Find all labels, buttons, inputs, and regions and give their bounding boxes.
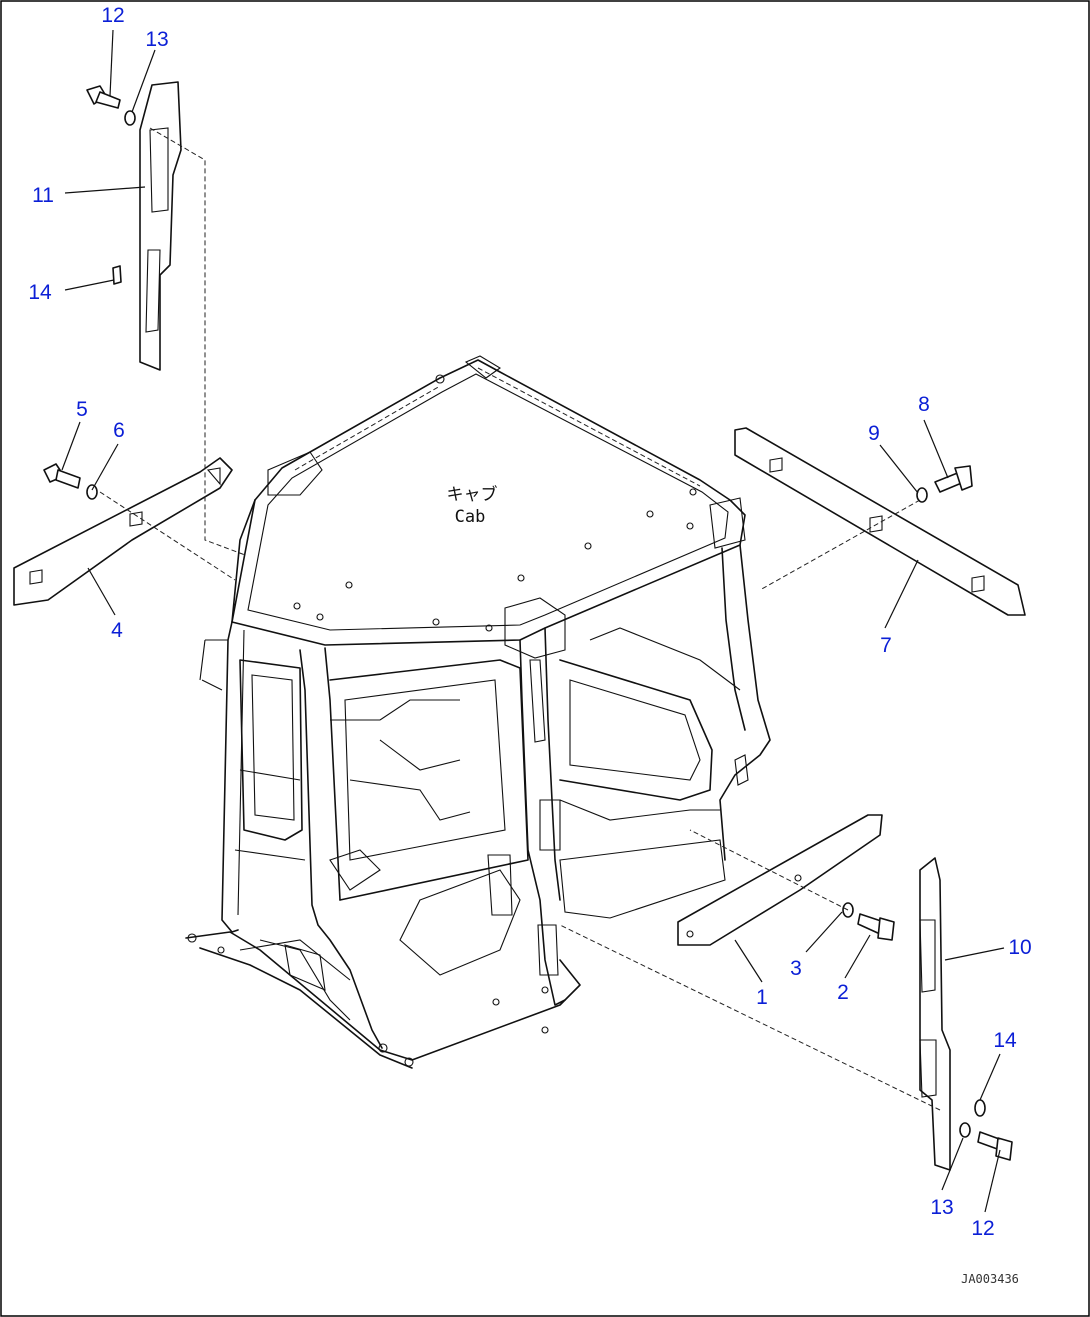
callout-12-bottom: 12 xyxy=(971,1217,994,1240)
callout-6: 6 xyxy=(113,419,125,442)
washer-13-right xyxy=(959,1122,971,1138)
callout-12-top: 12 xyxy=(101,4,124,27)
callout-13-top: 13 xyxy=(145,28,168,51)
callout-14-right: 14 xyxy=(993,1029,1017,1052)
cab-label-jp: キャブ xyxy=(447,484,498,505)
washer-6 xyxy=(86,484,98,500)
part-7-right-cover xyxy=(734,427,1026,616)
bolt-8 xyxy=(934,465,973,493)
cab-label-en: Cab xyxy=(455,507,486,527)
bolt-12-top xyxy=(86,85,121,109)
callout-4: 4 xyxy=(111,619,123,642)
assembly-lines xyxy=(99,127,941,1111)
callouts: 12 13 11 14 5 6 4 8 9 7 1 3 2 10 14 13 1… xyxy=(28,4,1031,1240)
callout-14-left: 14 xyxy=(28,281,52,304)
bolt-12-bottom xyxy=(977,1131,1013,1161)
callout-1: 1 xyxy=(756,986,768,1009)
bolt-2 xyxy=(857,913,895,941)
part-1-right-cover xyxy=(677,814,883,946)
washer-13-top xyxy=(124,110,136,126)
clip-14-left xyxy=(112,265,122,285)
washer-9 xyxy=(916,487,928,503)
callout-2: 2 xyxy=(837,981,849,1004)
callout-5: 5 xyxy=(76,398,88,421)
callout-8: 8 xyxy=(918,393,930,416)
part-11-left-cover xyxy=(139,81,182,371)
clip-14-right xyxy=(974,1099,986,1117)
cab-frame xyxy=(185,355,771,1069)
callout-leaders xyxy=(61,29,1005,1213)
drawing-code: JA003436 xyxy=(961,1272,1019,1286)
callout-9: 9 xyxy=(868,422,880,445)
part-10-right-cover xyxy=(919,857,951,1171)
bolt-5 xyxy=(43,463,81,489)
callout-11: 11 xyxy=(32,184,54,207)
callout-13-bottom: 13 xyxy=(930,1196,953,1219)
callout-10: 10 xyxy=(1008,936,1031,959)
part-4-left-cover xyxy=(13,457,233,606)
callout-3: 3 xyxy=(790,957,802,980)
callout-7: 7 xyxy=(880,634,892,657)
